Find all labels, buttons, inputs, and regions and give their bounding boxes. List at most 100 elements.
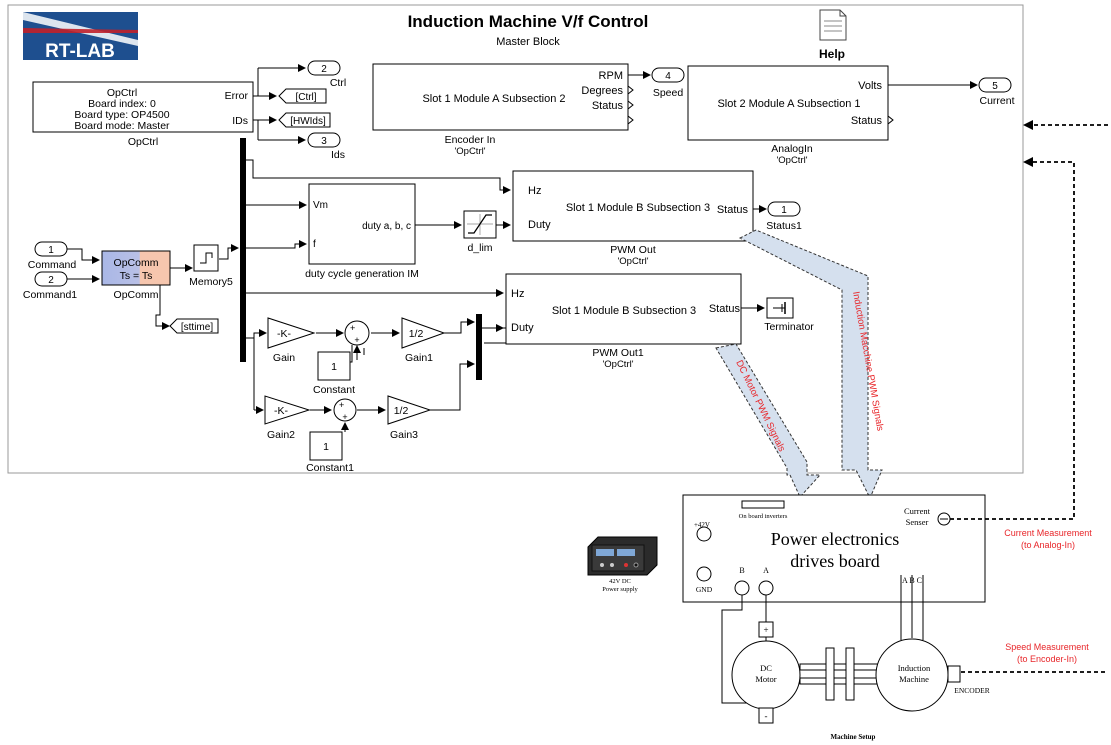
analog-in-sub: 'OpCtrl' — [776, 155, 807, 166]
inport-command-name: Command — [28, 259, 77, 271]
gain1-block[interactable]: 1/2 Gain1 — [401, 317, 446, 364]
opctrl-caption: OpCtrl — [128, 136, 158, 148]
opctrl-block[interactable]: OpCtrl Board index: 0 Board type: OP4500… — [32, 81, 254, 148]
help-button[interactable]: Help — [819, 9, 847, 61]
outport-status1-name: Status1 — [766, 220, 802, 232]
sum2-plus-a: + — [339, 400, 344, 410]
a-terminal — [758, 580, 774, 596]
a-label: A — [763, 566, 769, 575]
opctrl-port-error: Error — [225, 90, 249, 102]
constant1-block[interactable]: 1 Constant1 — [306, 431, 354, 474]
inport-command1-name: Command1 — [23, 289, 77, 301]
pwm-out1-port-status: Status — [709, 303, 741, 315]
opctrl-line-2: Board index: 0 — [88, 98, 156, 110]
help-label: Help — [819, 47, 845, 61]
pwm-out-block[interactable]: Hz Duty Slot 1 Module B Subsection 3 Sta… — [512, 170, 754, 267]
inport-command1[interactable]: 2 Command1 — [23, 271, 77, 301]
gain2-block[interactable]: -K- Gain2 — [264, 395, 311, 441]
duty-port-out: duty a, b, c — [362, 221, 411, 232]
chain1-wiring — [246, 318, 475, 414]
opcomm-line-1: OpComm — [114, 257, 159, 269]
gain-block[interactable]: -K- Gain — [267, 317, 316, 364]
model-subtitle: Master Block — [496, 36, 560, 48]
gain2-caption: Gain2 — [267, 429, 295, 441]
sum-block-1[interactable]: + + — [344, 320, 370, 346]
dc-plus: + — [763, 625, 768, 635]
gain-caption: Gain — [273, 352, 295, 364]
gain1-caption: Gain1 — [405, 352, 433, 364]
d-lim-block[interactable]: d_lim — [463, 210, 497, 254]
shaft-coupling — [799, 647, 881, 701]
outport-ctrl[interactable]: 2 Ctrl — [307, 60, 346, 89]
constant-caption: Constant — [313, 384, 355, 396]
current-sensor-label-2: Senser — [906, 517, 929, 527]
mux-bar — [476, 314, 482, 380]
outport-current[interactable]: 5 Current — [978, 77, 1015, 107]
pwm-out1-sub: 'OpCtrl' — [602, 359, 633, 370]
psu-label-1: 42V DC — [609, 578, 631, 585]
outport-ids-num: 3 — [321, 136, 327, 147]
gnd-terminal — [696, 566, 712, 582]
terminator-block[interactable]: Terminator — [764, 297, 814, 333]
terminator-caption: Terminator — [764, 321, 814, 333]
gain-text: -K- — [277, 328, 292, 340]
speed-measurement-path — [961, 120, 1108, 673]
constant1-caption: Constant1 — [306, 462, 354, 474]
outport-speed-num: 4 — [665, 71, 671, 82]
encoder-in-block[interactable]: Slot 1 Module A Subsection 2 RPM Degrees… — [372, 63, 634, 157]
goto-tag-sttime[interactable]: [sttime] — [169, 318, 219, 334]
goto-tag-sttime-label: [sttime] — [181, 322, 213, 333]
analog-port-volts: Volts — [858, 80, 882, 92]
pwm-out1-text: Slot 1 Module B Subsection 3 — [552, 305, 696, 317]
power-supply: 42V DC Power supply — [587, 536, 658, 593]
drives-board: On board inverters Power electronics dri… — [682, 494, 986, 603]
pwm-out1-port-hz: Hz — [511, 288, 524, 300]
outport-ids[interactable]: 3 Ids — [307, 132, 345, 161]
analog-in-block[interactable]: Slot 2 Module A Subsection 1 Volts Statu… — [687, 65, 894, 166]
chain2-wiring — [310, 327, 508, 414]
outport-status1-num: 1 — [781, 205, 787, 216]
duty-port-f: f — [313, 239, 316, 250]
induction-machine: Induction Machine ENCODER — [875, 638, 990, 712]
encoder-port-rpm: RPM — [599, 70, 623, 82]
outport-status1[interactable]: 1 Status1 — [766, 201, 802, 232]
gain1-text: 1/2 — [409, 328, 424, 340]
board-title-2: drives board — [790, 551, 879, 571]
opctrl-line-3: Board type: OP4500 — [74, 109, 169, 121]
gain2-text: -K- — [274, 405, 289, 417]
model-title: Induction Machine V/f Control — [408, 12, 649, 31]
pwm-out1-caption: PWM Out1 — [592, 347, 644, 359]
outport-ids-name: Ids — [331, 149, 345, 161]
pwm-out1-block[interactable]: Hz Duty Slot 1 Module B Subsection 3 Sta… — [505, 273, 742, 370]
rtlab-logo: RT-LAB — [23, 12, 138, 62]
psu-label-2: Power supply — [602, 586, 638, 593]
speed-measurement-label-2: (to Encoder-In) — [1017, 654, 1077, 664]
opctrl-port-ids: IDs — [232, 115, 248, 127]
gain3-block[interactable]: 1/2 Gain3 — [387, 395, 432, 441]
constant-block[interactable]: 1 Constant — [313, 351, 355, 396]
bus-wiring — [246, 159, 511, 297]
encoder-port-degrees: Degrees — [581, 85, 623, 97]
outport-speed[interactable]: 4 Speed — [651, 67, 685, 99]
constant1-value: 1 — [323, 441, 329, 453]
opcomm-block[interactable]: OpComm Ts = Ts OpComm — [101, 250, 171, 301]
memory5-block[interactable]: Memory5 — [189, 244, 233, 288]
machine-setup-label: Machine Setup — [831, 733, 876, 741]
current-sensor-label-1: Current — [904, 506, 931, 516]
pwm-out-sub: 'OpCtrl' — [617, 256, 648, 267]
pwm-out-port-duty: Duty — [528, 219, 551, 231]
pwm-out-caption: PWM Out — [610, 244, 656, 256]
inport-command1-num: 2 — [48, 275, 54, 286]
sum-block-2[interactable]: + + — [333, 398, 357, 422]
pwm-out-port-status: Status — [717, 204, 749, 216]
sum1-plus-b: + — [354, 335, 359, 345]
goto-tag-ctrl[interactable]: [Ctrl] — [278, 88, 327, 104]
board-title-1: Power electronics — [771, 529, 899, 549]
pwm-out-port-hz: Hz — [528, 185, 541, 197]
b-terminal — [734, 580, 750, 596]
goto-tag-hwids[interactable]: [HWIds] — [278, 112, 331, 128]
duty-cycle-block[interactable]: Vm f duty a, b, c duty cycle generation … — [305, 183, 419, 280]
inverters-label: On board inverters — [739, 513, 788, 520]
bus-bar — [240, 138, 246, 362]
logo-text: RT-LAB — [45, 41, 115, 62]
